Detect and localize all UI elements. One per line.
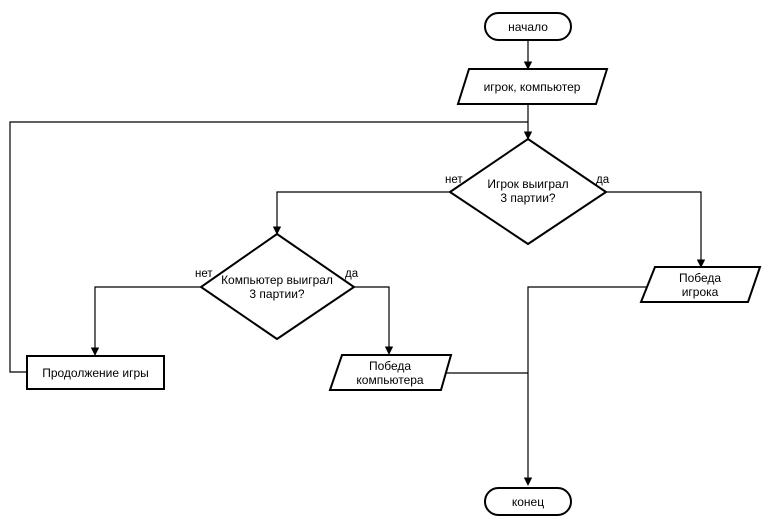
- computer-wins-line1: Победа: [369, 359, 411, 373]
- end-terminator: конец: [484, 487, 572, 516]
- edge-player-wins-out: [523, 286, 648, 486]
- computer-wins-parallelogram: Победа компьютера: [328, 354, 453, 391]
- continue-game-label: Продолжение игры: [42, 366, 149, 380]
- computer-decision-line2: 3 партии?: [249, 287, 304, 301]
- edge-player-yes: [606, 191, 706, 268]
- edge-computer-no: [90, 286, 201, 356]
- start-label: начало: [508, 20, 548, 34]
- player-wins-line2: игрока: [682, 285, 719, 299]
- computer-decision-diamond: Компьютер выиграл 3 партии?: [199, 232, 356, 341]
- continue-game-process: Продолжение игры: [26, 355, 165, 390]
- end-label: конец: [512, 495, 544, 509]
- computer-no-label: нет: [195, 268, 213, 280]
- player-decision-line1: Игрок выиграл: [487, 177, 568, 191]
- player-wins-line1: Победа: [679, 271, 721, 285]
- player-no-label: нет: [445, 174, 463, 186]
- player-wins-parallelogram: Победа игрока: [639, 266, 762, 303]
- computer-yes-label: да: [345, 268, 359, 280]
- start-terminator: начало: [484, 12, 572, 41]
- input-parallelogram: игрок, компьютер: [456, 68, 609, 105]
- computer-wins-line2: компьютера: [356, 373, 424, 387]
- player-yes-label: да: [596, 174, 610, 186]
- player-decision-diamond: Игрок выиграл 3 партии?: [448, 137, 608, 246]
- input-label: игрок, компьютер: [484, 80, 581, 94]
- edge-computer-yes: [354, 286, 394, 355]
- connectors: [9, 40, 706, 486]
- edge-loop-back: [9, 121, 528, 373]
- edge-player-no: [272, 191, 450, 235]
- player-decision-line2: 3 партии?: [500, 191, 555, 205]
- computer-decision-line1: Компьютер выиграл: [221, 273, 333, 287]
